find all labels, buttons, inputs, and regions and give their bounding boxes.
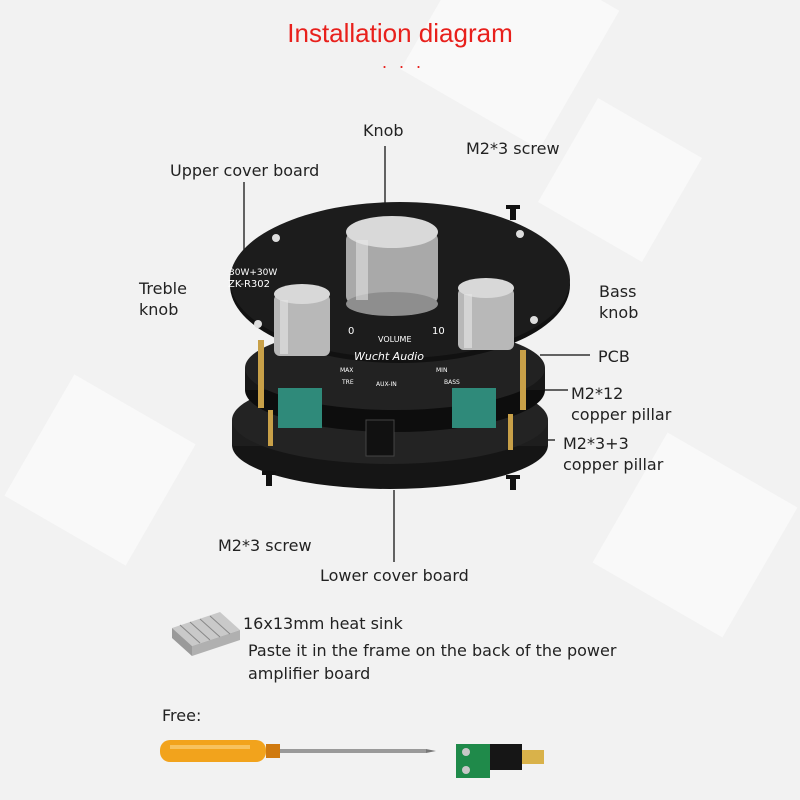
- board-max: MAX: [340, 367, 353, 374]
- board-brand: Wucht Audio: [354, 350, 424, 363]
- label-m2-12-1: M2*12: [571, 384, 624, 403]
- treble-pot: [278, 388, 322, 428]
- heat-sink: [172, 612, 240, 656]
- board-bass: BASS: [444, 379, 460, 386]
- label-pcb: PCB: [598, 347, 630, 366]
- board-zero: 0: [348, 326, 354, 337]
- screw-hole: [516, 230, 524, 238]
- copper-pillar: [258, 340, 264, 408]
- board-model: ZK-R302: [228, 279, 270, 290]
- board-ten: 10: [432, 326, 445, 337]
- label-upper-cover: Upper cover board: [170, 161, 320, 180]
- board-power: 30W+30W: [229, 268, 277, 278]
- label-lower-cover: Lower cover board: [320, 566, 469, 585]
- screw-hole: [254, 320, 262, 328]
- heatsink-desc-1: Paste it in the frame on the back of the…: [248, 641, 617, 660]
- label-m2-3-screw-top: M2*3 screw: [466, 139, 560, 158]
- screw-holes: [254, 230, 538, 328]
- label-bass-1: Bass: [599, 282, 637, 301]
- screw-bottom: [262, 471, 276, 486]
- page-title: Installation diagram: [287, 18, 513, 48]
- label-m2-3-3-1: M2*3+3: [563, 434, 629, 453]
- board-aux: AUX-IN: [376, 381, 397, 388]
- heatsink-title: 16x13mm heat sink: [243, 614, 403, 633]
- screwdriver: [160, 740, 436, 762]
- label-m2-3-screw-bottom: M2*3 screw: [218, 536, 312, 555]
- volume-knob: [346, 232, 438, 304]
- label-knob: Knob: [363, 121, 404, 140]
- label-m2-12-2: copper pillar: [571, 405, 672, 424]
- label-bass-2: knob: [599, 303, 639, 322]
- copper-pillar: [268, 410, 273, 446]
- screw-top: [506, 205, 520, 220]
- label-treble-1: Treble: [139, 279, 187, 298]
- label-treble-2: knob: [139, 300, 179, 319]
- screw-hole: [530, 316, 538, 324]
- copper-pillars: [258, 340, 526, 450]
- board-tre: TRE: [341, 379, 354, 386]
- label-m2-3-3-2: copper pillar: [563, 455, 664, 474]
- free-label: Free:: [162, 706, 202, 725]
- copper-pillar: [508, 414, 513, 450]
- bass-pot: [452, 388, 496, 428]
- aux-jack: [365, 419, 395, 457]
- screw-bottom-right: [506, 475, 520, 490]
- board-volume: VOLUME: [378, 335, 412, 344]
- title-dots: ...: [382, 52, 434, 72]
- dc-connector: [456, 744, 544, 778]
- heatsink-desc-2: amplifier board: [248, 664, 371, 683]
- screw-hole: [272, 234, 280, 242]
- copper-pillar: [520, 350, 526, 410]
- board-min: MIN: [436, 367, 447, 374]
